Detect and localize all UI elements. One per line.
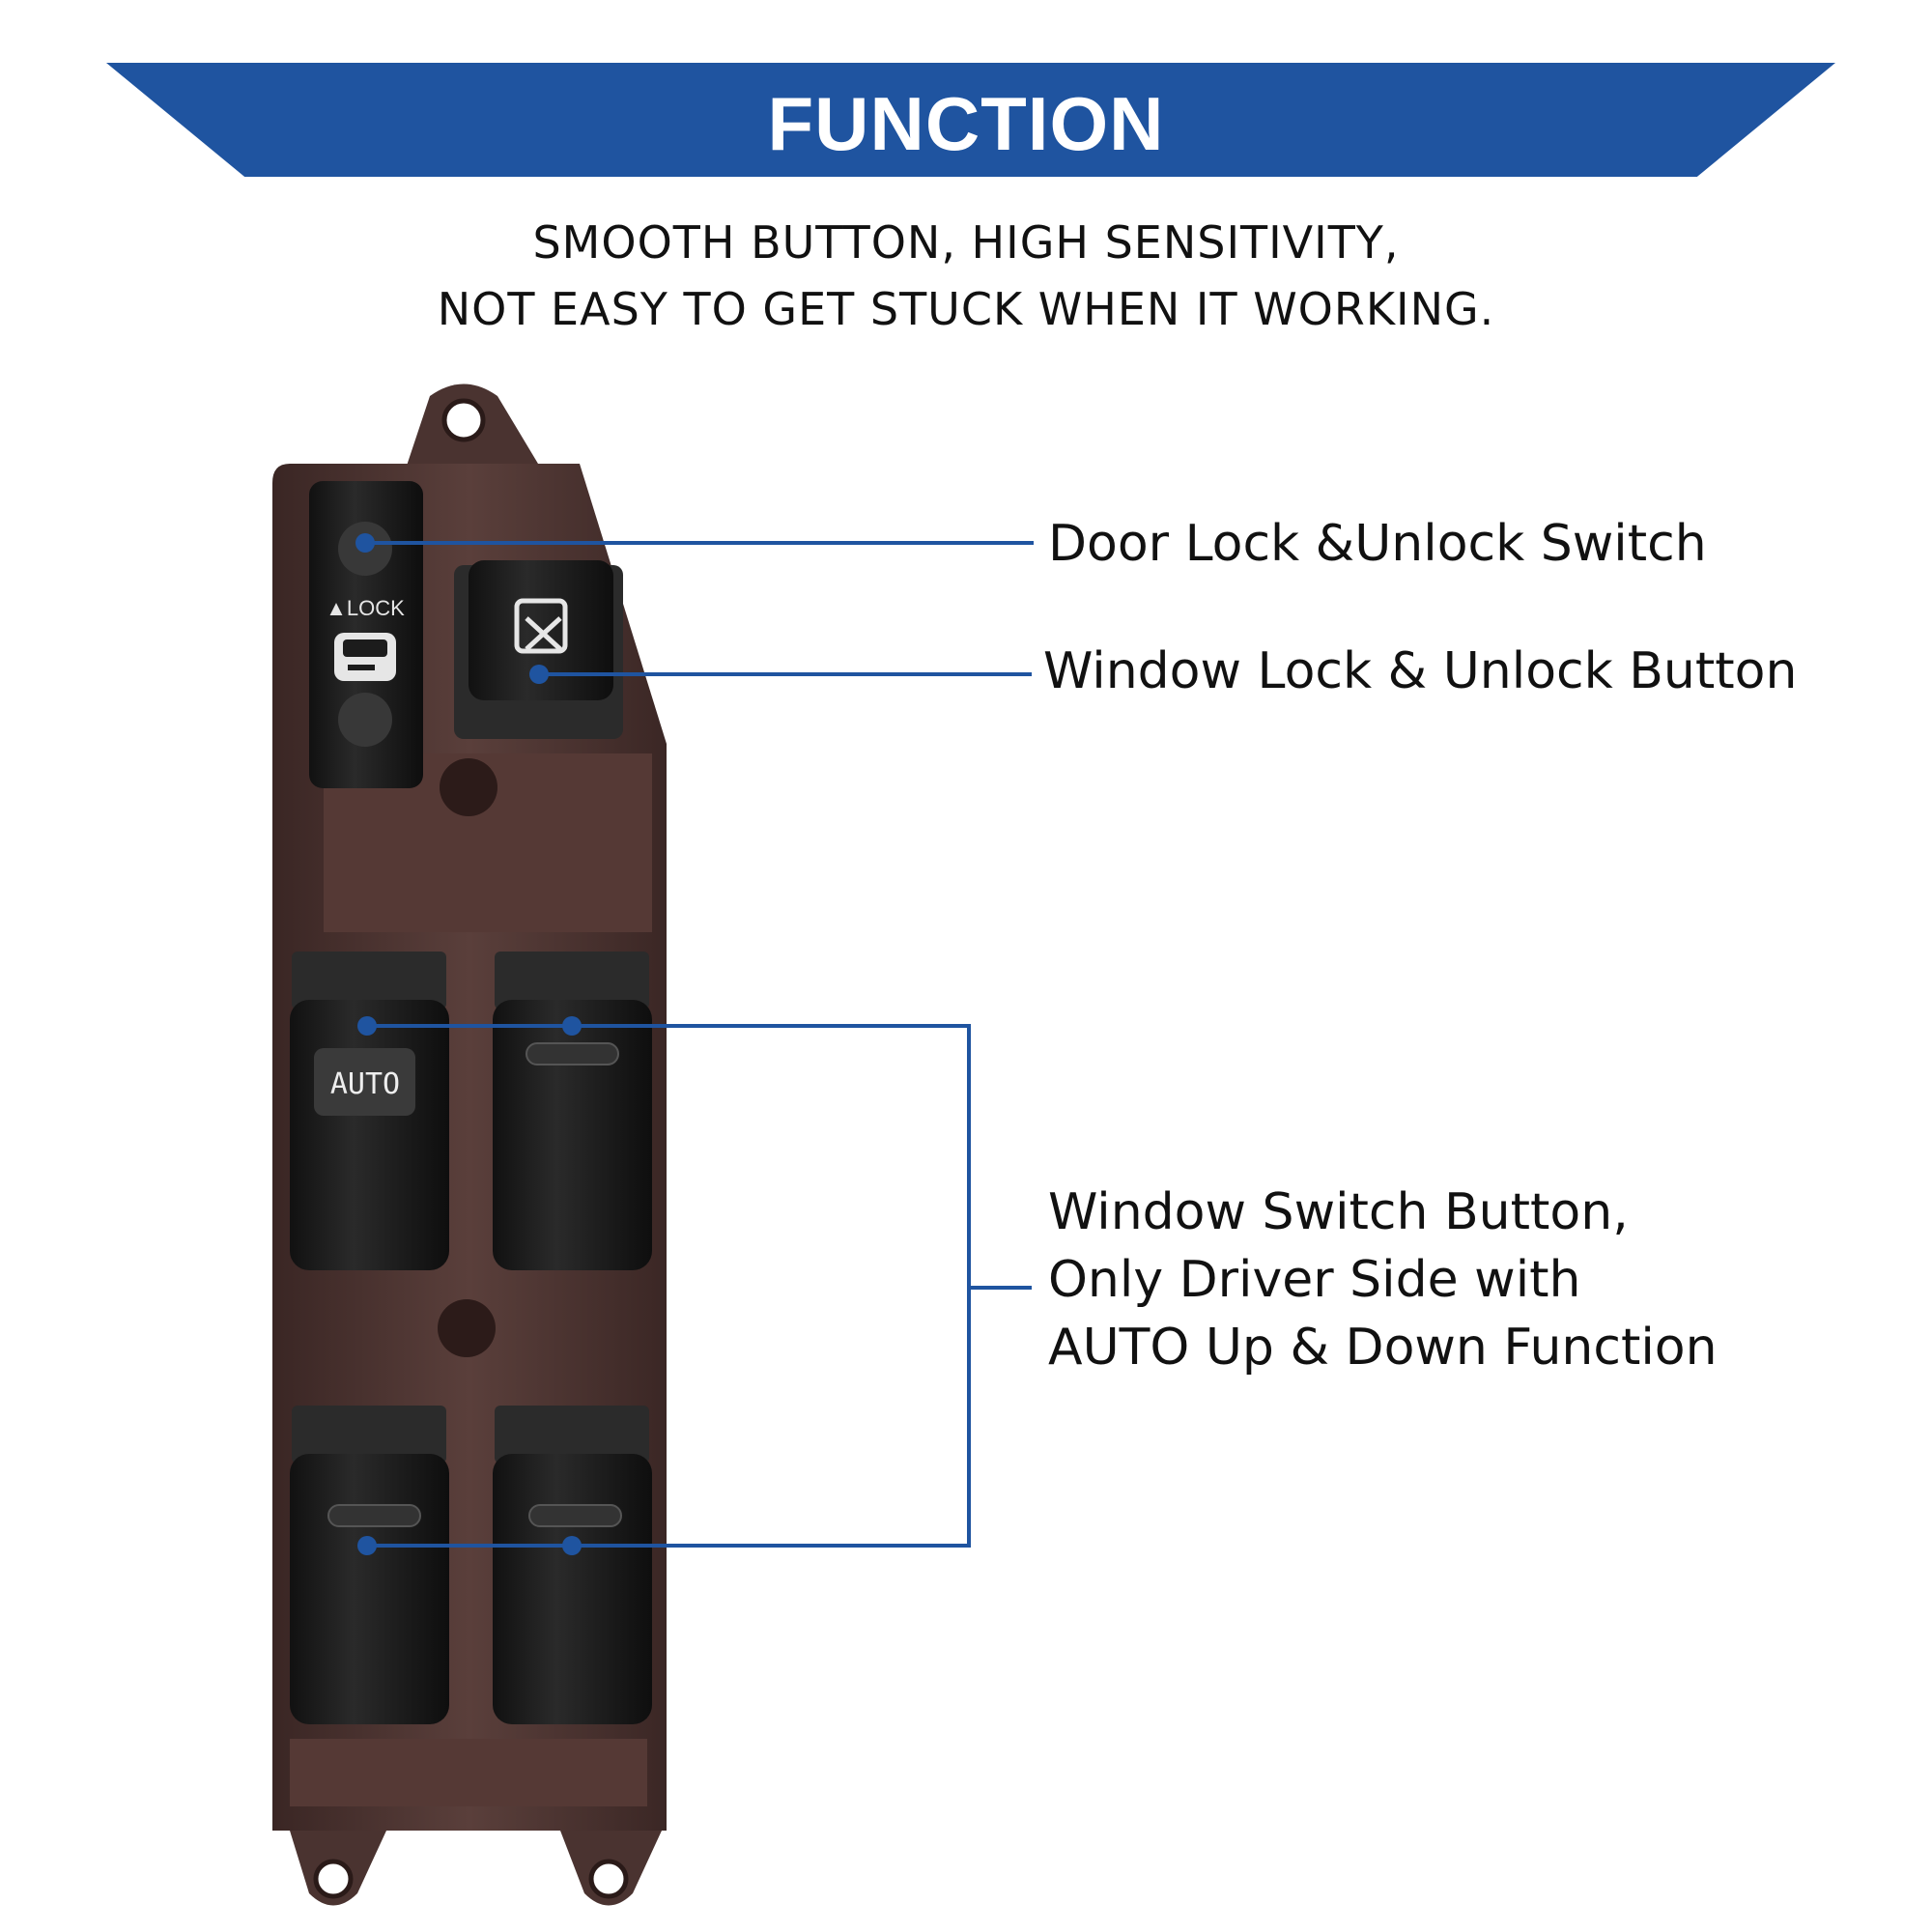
panel-bevel-lower xyxy=(290,1739,647,1806)
passenger-switch-slot xyxy=(526,1042,619,1065)
bottom-mount-hole-right xyxy=(588,1859,629,1899)
callout-window-switch-line-3: AUTO Up & Down Function xyxy=(1048,1319,1718,1377)
callout-window-switch-line-1: Window Switch Button, xyxy=(1048,1183,1629,1241)
header-banner xyxy=(106,63,1835,177)
panel-screw-upper xyxy=(440,758,497,816)
top-mount-hole xyxy=(441,398,486,442)
subtitle-line-2: NOT EASY TO GET STUCK WHEN IT WORKING. xyxy=(437,283,1495,335)
window-switch-rear-right-top xyxy=(495,1406,649,1463)
window-switch-rear-left xyxy=(290,1454,449,1724)
window-lock-icon xyxy=(514,598,568,654)
marker-rear-right-switch xyxy=(562,1536,582,1555)
marker-rear-left-switch xyxy=(357,1536,377,1555)
page-title: FUNCTION xyxy=(767,81,1165,166)
callout-window-lock: Window Lock & Unlock Button xyxy=(1043,642,1798,700)
lock-label: ▲LOCK xyxy=(326,596,405,620)
window-switch-driver-top xyxy=(292,952,446,1009)
marker-window-lock xyxy=(529,665,549,684)
marker-door-lock xyxy=(355,533,375,553)
rear-left-switch-slot xyxy=(327,1504,421,1527)
window-switch-passenger-top xyxy=(495,952,649,1009)
panel-screw-lower xyxy=(438,1299,496,1357)
subtitle-line-1: SMOOTH BUTTON, HIGH SENSITIVITY, xyxy=(532,216,1400,269)
door-lock-bottom-dimple xyxy=(338,693,392,747)
marker-driver-switch xyxy=(357,1016,377,1036)
window-switch-rear-right xyxy=(493,1454,652,1724)
window-lock-icon-slash2 xyxy=(525,616,562,651)
callout-window-switch-line-2: Only Driver Side with xyxy=(1048,1251,1581,1309)
auto-badge xyxy=(314,1048,415,1116)
door-icon-window xyxy=(343,639,387,657)
rear-right-switch-slot xyxy=(528,1504,622,1527)
window-switch-driver xyxy=(290,1000,449,1270)
window-switch-rear-left-top xyxy=(292,1406,446,1463)
door-icon-key xyxy=(348,665,375,670)
bottom-mount-hole-left xyxy=(313,1859,354,1899)
auto-label: AUTO xyxy=(330,1067,400,1101)
window-switch-passenger xyxy=(493,1000,652,1270)
marker-passenger-switch xyxy=(562,1016,582,1036)
callout-door-lock: Door Lock &Unlock Switch xyxy=(1048,515,1707,573)
